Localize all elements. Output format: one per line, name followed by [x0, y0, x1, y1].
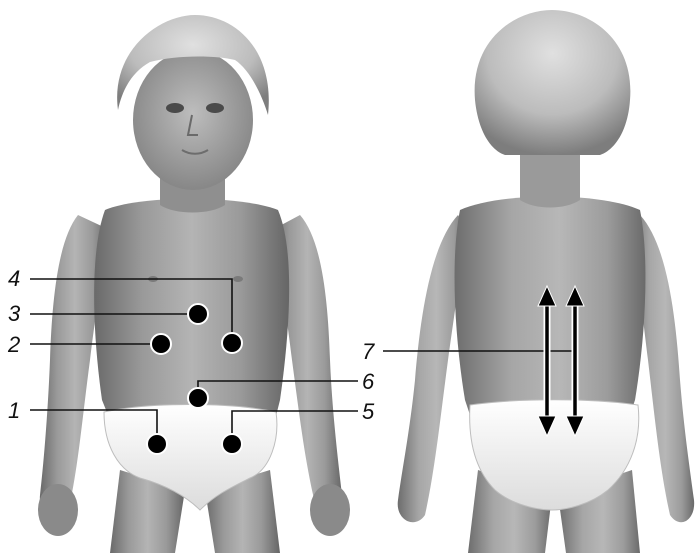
back-figure [398, 10, 694, 553]
label-4: 4 [8, 266, 20, 291]
label-3: 3 [8, 301, 21, 326]
marker-point-2 [151, 334, 171, 354]
marker-point-6 [188, 388, 208, 408]
marker-point-5 [222, 434, 242, 454]
label-7: 7 [362, 339, 375, 364]
marker-point-1 [147, 434, 167, 454]
label-1: 1 [8, 398, 20, 423]
label-2: 2 [7, 332, 20, 357]
label-5: 5 [362, 399, 375, 424]
marker-point-4 [222, 333, 242, 353]
label-6: 6 [362, 369, 375, 394]
marker-point-3 [188, 304, 208, 324]
front-figure [38, 15, 350, 553]
